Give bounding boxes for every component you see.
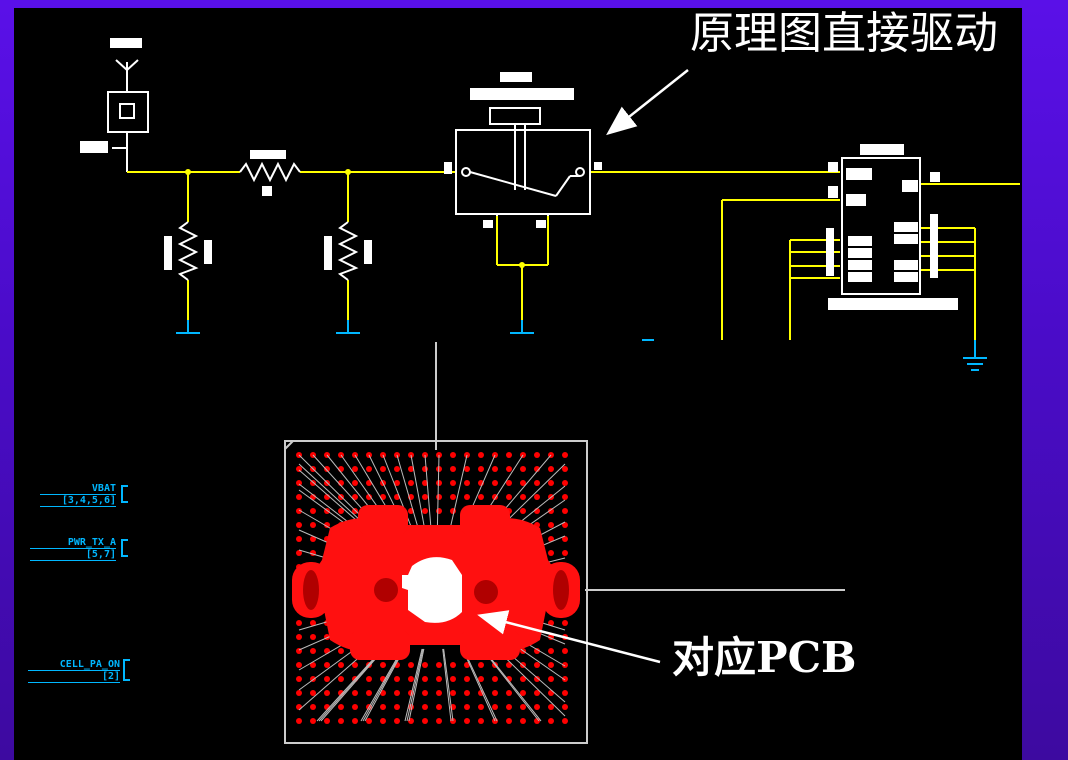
pcb-center-pad xyxy=(402,557,462,623)
ground-symbols xyxy=(176,320,987,371)
title-arrow xyxy=(606,69,689,136)
net-ref: [3,4,5,6] xyxy=(40,495,116,507)
net-ref: [5,7] xyxy=(30,549,116,561)
slide-title: 原理图直接驱动 xyxy=(690,8,998,59)
net-label-vbat[interactable]: VBAT [3,4,5,6] xyxy=(40,483,116,507)
series-resistor[interactable] xyxy=(239,150,301,196)
shunt-resistor-1[interactable] xyxy=(164,221,212,281)
net-label-brackets xyxy=(121,485,130,681)
net-name: VBAT xyxy=(40,483,116,495)
antenna-component[interactable] xyxy=(80,38,149,172)
junction-dots xyxy=(185,169,525,268)
pcb-arrow xyxy=(477,610,661,664)
pcb-caption: 对应PCB xyxy=(672,633,857,682)
pcb-layout[interactable] xyxy=(284,440,588,744)
rf-switch-component[interactable] xyxy=(444,72,602,228)
net-label-cell-pa-on[interactable]: CELL_PA_ON [2] xyxy=(28,659,120,683)
ic-component[interactable] xyxy=(826,144,958,310)
shunt-resistor-2[interactable] xyxy=(324,221,372,281)
net-label-pwr-tx-a[interactable]: PWR_TX_A [5,7] xyxy=(30,537,116,561)
signal-wires xyxy=(127,171,1020,340)
net-name: CELL_PA_ON xyxy=(28,659,120,671)
net-ref: [2] xyxy=(28,671,120,683)
net-name: PWR_TX_A xyxy=(30,537,116,549)
